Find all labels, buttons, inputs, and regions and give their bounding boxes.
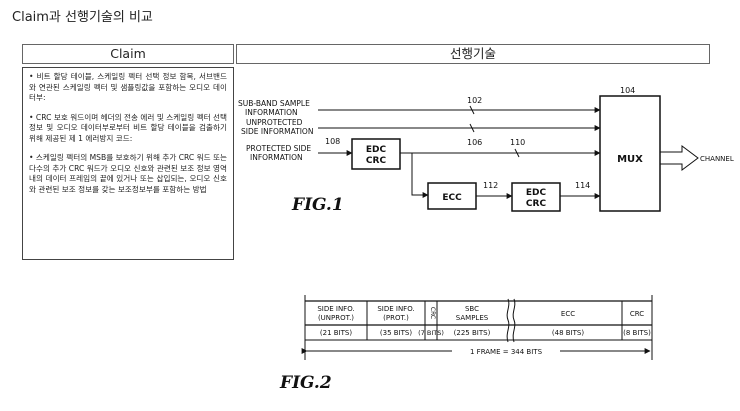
field-3-name: CRC (429, 307, 436, 319)
ref-tick-110 (514, 148, 520, 158)
field-4-name-2: SAMPLES (456, 314, 489, 322)
edc-crc-1-text-1: EDC (366, 145, 387, 155)
ref-tick-102 (469, 105, 475, 115)
break-mark-1 (506, 298, 510, 343)
claim-header: Claim (22, 44, 234, 64)
channel-output-arrow (660, 145, 699, 171)
claim-paragraph-1: • 비트 할당 테이블, 스케일링 펙터 선택 정보 함목, 서브밴드와 연관된… (29, 72, 227, 102)
ref-114: 114 (575, 181, 590, 190)
claim-paragraph-3: • 스케일링 펙터의 MSB를 보호하기 위해 추가 CRC 워드 또는 다수의… (29, 153, 228, 194)
edc-crc-2-text-2: CRC (526, 199, 547, 209)
field-3-bits: (7 BITS) (418, 329, 444, 337)
frame-length-label: 1 FRAME = 344 BITS (470, 348, 543, 356)
field-6-bits: (8 BITS) (623, 329, 651, 337)
fig2-labels: SIDE INFO. (UNPROT.) (21 BITS) SIDE INFO… (279, 305, 651, 393)
subband-label-1: SUB-BAND SAMPLE (238, 99, 310, 108)
ref-106: 106 (467, 138, 482, 147)
edc-crc-block-2 (511, 182, 561, 212)
field-5-bits: (48 BITS) (552, 329, 584, 337)
subband-label-2: INFORMATION (245, 108, 298, 117)
field-4-bits: (225 BITS) (454, 329, 491, 337)
field-2-bits: (35 BITS) (380, 329, 412, 337)
field-5-name: ECC (561, 310, 575, 318)
field-4-name-1: SBC (465, 305, 479, 313)
prot-label-1: PROTECTED SIDE (246, 144, 311, 153)
fig2-caption: FIG.2 (279, 373, 332, 393)
ecc-text: ECC (442, 193, 462, 203)
frame-label-bg (452, 346, 560, 356)
fig1-caption: FIG.1 (291, 195, 344, 215)
field-2-name-1: SIDE INFO. (377, 305, 414, 313)
ref-102: 102 (467, 96, 482, 105)
claim-text-box: • 비트 할당 테이블, 스케일링 펙터 선택 정보 함목, 서브밴드와 연관된… (22, 67, 234, 260)
field-6-name: CRC (630, 310, 644, 318)
prior-art-header: 선행기술 (236, 44, 710, 64)
ref-104: 104 (620, 86, 635, 95)
channel-label: CHANNEL (700, 155, 734, 163)
mux-text: MUX (617, 154, 643, 165)
fig1-block-diagram (318, 95, 699, 212)
edc-crc-1-text-2: CRC (366, 156, 387, 166)
break-mark-2 (512, 298, 516, 343)
prot-label-2: INFORMATION (250, 153, 303, 162)
field-1-name-2: (UNPROT.) (318, 314, 354, 322)
ref-110: 110 (510, 138, 525, 147)
mux-block (599, 95, 661, 212)
unprot-label-1: UNPROTECTED (246, 118, 303, 127)
ref-tick-106 (469, 123, 475, 133)
field-1-name-1: SIDE INFO. (317, 305, 354, 313)
field-2-name-2: (PROT.) (383, 314, 409, 322)
claim-paragraph-2: • CRC 보호 워드이며 헤더의 전송 에러 및 스케일링 펙터 선택 정보 … (29, 112, 227, 143)
unprot-label-2: SIDE INFORMATION (241, 127, 313, 136)
edc-crc-block-1 (351, 138, 401, 170)
fig1-labels: SUB-BAND SAMPLE INFORMATION UNPROTECTED … (238, 86, 734, 215)
field-1-bits: (21 BITS) (320, 329, 352, 337)
fig2-frame-diagram (301, 295, 653, 360)
page-title: Claim과 선행기술의 비교 (12, 10, 153, 25)
edc-crc-2-text-1: EDC (526, 188, 547, 198)
ref-112: 112 (483, 181, 498, 190)
ref-108: 108 (325, 137, 340, 146)
branch-to-ecc-line (411, 153, 429, 198)
